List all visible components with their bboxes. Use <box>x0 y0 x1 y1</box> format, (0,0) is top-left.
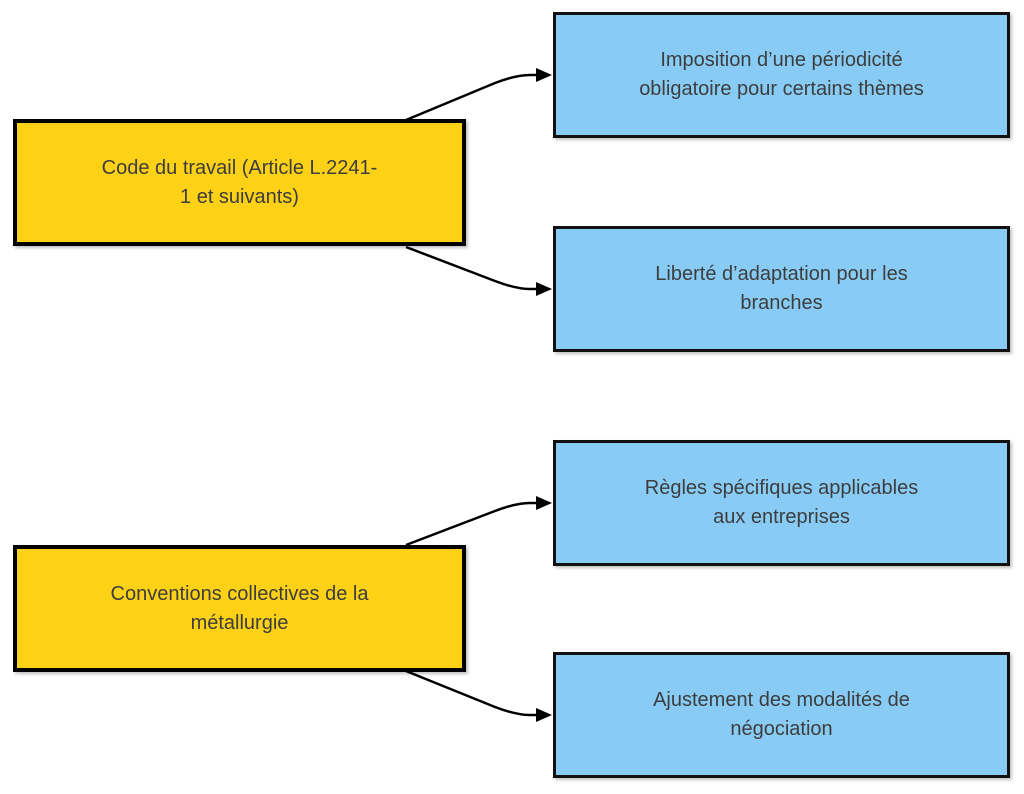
node-label: Règles spécifiques applicables aux entre… <box>644 477 919 528</box>
node-label: Code du travail (Article L.2241-1 et sui… <box>101 156 378 208</box>
source-node-conventions-collectives: Conventions collectives de la métallurgi… <box>13 545 466 672</box>
node-label: Ajustement des modalités de négociation <box>653 689 910 740</box>
connector-arrow-code-to-liberte <box>405 245 552 296</box>
node-label: Liberté d’adaptation pour les branches <box>655 263 908 314</box>
source-node-code-du-travail: Code du travail (Article L.2241-1 et sui… <box>13 119 466 246</box>
target-node-imposition-periodicite: Imposition d’une périodicité obligatoire… <box>553 12 1010 138</box>
node-label: Conventions collectives de la métallurgi… <box>110 582 369 634</box>
connector-arrow-code-to-imposition <box>405 68 552 122</box>
target-node-liberte-adaptation: Liberté d’adaptation pour les branches <box>553 226 1010 352</box>
target-node-regles-specifiques: Règles spécifiques applicables aux entre… <box>553 440 1010 566</box>
connector-arrow-conventions-to-regles <box>405 496 552 547</box>
connector-arrow-conventions-to-ajustement <box>405 669 552 722</box>
target-node-ajustement-modalites: Ajustement des modalités de négociation <box>553 652 1010 778</box>
node-label: Imposition d’une périodicité obligatoire… <box>639 49 924 100</box>
